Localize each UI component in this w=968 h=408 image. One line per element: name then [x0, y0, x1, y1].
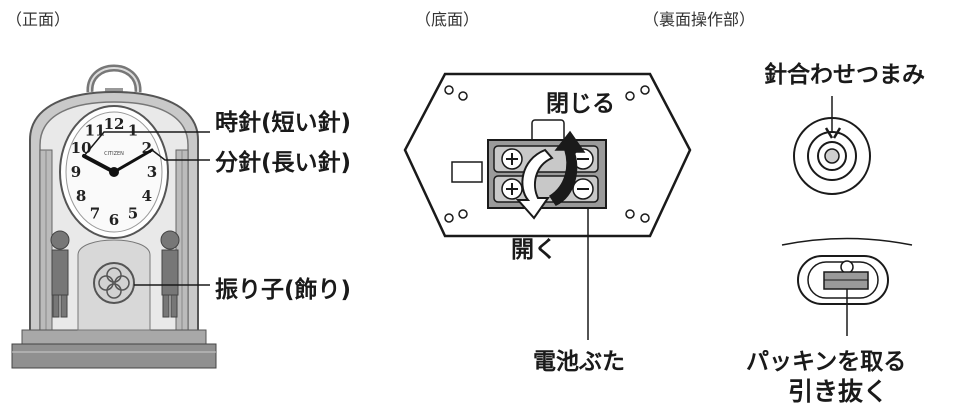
- open-label: 開く: [511, 237, 557, 263]
- dial-numeral: 3: [147, 163, 157, 181]
- dial-numeral: 5: [128, 205, 138, 223]
- dial-numeral: 10: [71, 139, 92, 157]
- dial-numeral: 6: [109, 211, 119, 229]
- close-arrow: [548, 130, 586, 206]
- dial-numeral: 8: [76, 187, 86, 205]
- pendulum-label: 振り子(飾り): [215, 277, 352, 303]
- minute-hand: [112, 148, 154, 174]
- knob-label: 針合わせつまみ: [764, 62, 925, 88]
- dial-numeral: 2: [142, 139, 152, 157]
- battery-cover-label: 電池ぶた: [533, 349, 625, 375]
- pendulum-ornament: [93, 262, 135, 304]
- dial-numeral: 9: [71, 163, 81, 181]
- close-label: 閉じる: [546, 91, 615, 117]
- dial-numeral: 11: [85, 121, 106, 139]
- dial-numeral: 7: [90, 205, 100, 223]
- front-view-caption: （正面）: [6, 10, 71, 29]
- pull-out-label: 引き抜く: [788, 377, 889, 406]
- hour-hand: [82, 154, 116, 174]
- dial-numeral: 4: [142, 187, 152, 205]
- bottom-view-caption: （底面）: [415, 10, 480, 29]
- back-panel: [781, 96, 913, 336]
- front-leader-lines: [83, 131, 210, 286]
- hour-hand-label: 時針(短い針): [215, 110, 352, 136]
- minute-hand-label: 分針(長い針): [215, 150, 352, 176]
- dial-numeral: 1: [128, 121, 138, 139]
- back-view-caption: （裏面操作部）: [643, 10, 756, 29]
- bottom-panel: [403, 72, 692, 238]
- packing-label: パッキンを取る: [746, 349, 907, 375]
- dial-numeral: 12: [104, 115, 125, 133]
- open-arrow: [515, 148, 554, 220]
- clock-brand: CITIZEN: [104, 151, 124, 157]
